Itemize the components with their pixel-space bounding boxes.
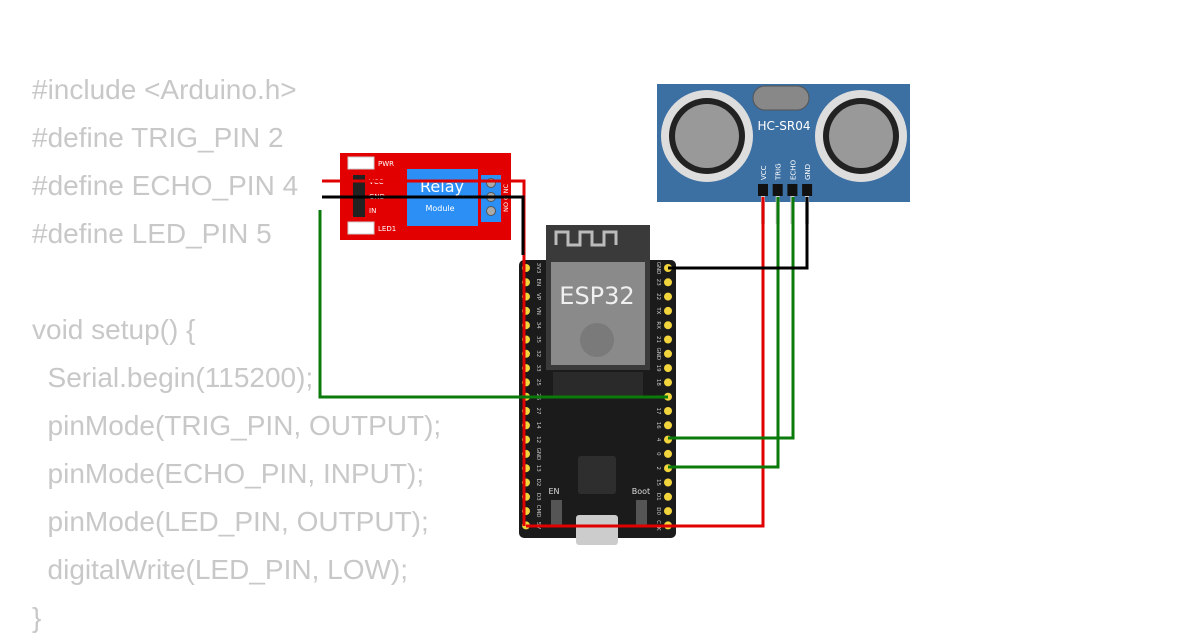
esp32-pin-label: 16	[655, 422, 661, 429]
code-line: void setup() {	[32, 314, 196, 345]
esp32-pin-label: GND	[535, 448, 541, 461]
esp32-pin-label: CMD	[535, 505, 541, 518]
sensor-pin-echo[interactable]	[787, 184, 798, 196]
esp32-pin-label: 33	[535, 365, 541, 372]
sensor-pin-label: GND	[804, 164, 812, 180]
code-line: #define TRIG_PIN 2	[32, 122, 284, 153]
esp32-pin-label: D0	[655, 507, 661, 515]
sensor-pin-vcc[interactable]	[758, 184, 768, 196]
esp32-pin-0[interactable]	[664, 449, 672, 458]
esp32-board[interactable]: ESP32 EN Boot 3V3ENVPVN34353233252627141…	[519, 225, 676, 545]
sensor-pin-label: ECHO	[789, 159, 797, 180]
esp32-pin-label: 15	[655, 479, 661, 486]
wire-sensor-vcc	[526, 197, 765, 528]
esp32-label: ESP32	[559, 282, 634, 310]
esp32-pin-label: 25	[535, 379, 541, 386]
esp32-pin-label: D3	[535, 493, 541, 501]
esp32-pin-23[interactable]	[664, 278, 672, 287]
relay-led1-label: LED1	[378, 225, 396, 233]
sensor-pin-label: VCC	[760, 165, 768, 180]
esp32-pin-label: 3V3	[535, 263, 541, 274]
code-line: pinMode(TRIG_PIN, OUTPUT);	[32, 410, 442, 441]
wire-relay-gnd	[322, 195, 525, 255]
en-button[interactable]	[551, 500, 562, 526]
sensor-label: HC-SR04	[758, 119, 811, 133]
sensor-pin-label: TRIG	[775, 163, 783, 181]
wires	[318, 179, 809, 528]
espressif-logo-icon	[580, 323, 614, 357]
esp32-pin-label: 19	[655, 365, 661, 372]
hc-sr04-sensor[interactable]: HC-SR04 VCC TRIG ECHO GND	[657, 84, 910, 224]
esp32-pin-label: 18	[655, 379, 661, 386]
esp32-pin-d1[interactable]	[664, 492, 672, 501]
esp32-pin-label: D2	[535, 479, 541, 487]
esp32-pin-d0[interactable]	[664, 507, 672, 516]
wire-relay-vcc	[322, 179, 526, 526]
esp32-pin-tx[interactable]	[664, 306, 672, 315]
en-button-label: EN	[548, 487, 559, 496]
esp32-pin-label: 17	[655, 408, 661, 415]
esp32-pin-label: 14	[535, 422, 541, 429]
esp32-pin-22[interactable]	[664, 292, 672, 301]
sensor-pin-gnd[interactable]	[802, 184, 813, 196]
esp32-pin-label: VN	[535, 307, 541, 315]
boot-button[interactable]	[636, 500, 647, 526]
relay-subtitle: Module	[425, 204, 454, 213]
wire-sensor-gnd	[668, 197, 809, 270]
relay-in-label: IN	[369, 207, 376, 215]
esp32-pin-21[interactable]	[664, 335, 672, 344]
esp32-pin-label: 21	[655, 336, 661, 343]
code-line: #define LED_PIN 5	[32, 218, 272, 249]
esp32-pin-label: 34	[535, 322, 541, 329]
wire-relay-in	[318, 210, 668, 399]
esp32-pin-gnd[interactable]	[664, 349, 672, 358]
esp32-pin-label: 23	[655, 279, 661, 286]
esp32-pin-rx[interactable]	[664, 321, 672, 330]
esp32-pin-label: 27	[535, 408, 541, 415]
esp32-pin-label: 0	[655, 452, 661, 456]
esp32-pin-16[interactable]	[664, 421, 672, 430]
code-line: #define ECHO_PIN 4	[32, 170, 299, 201]
esp32-pin-label: D1	[655, 493, 661, 501]
code-editor-text: #include <Arduino.h> #define TRIG_PIN 2 #d…	[32, 66, 441, 642]
code-line: }	[32, 602, 42, 633]
esp32-pin-label: RX	[655, 321, 661, 329]
code-line: #include <Arduino.h>	[32, 74, 297, 105]
esp32-pin-label: 22	[655, 293, 661, 300]
esp32-pin-17[interactable]	[664, 407, 672, 415]
esp32-pin-label: 35	[535, 336, 541, 343]
usb-port	[576, 515, 618, 545]
boot-button-label: Boot	[632, 487, 650, 496]
wire-sensor-trig	[668, 197, 780, 469]
code-line: pinMode(LED_PIN, OUTPUT);	[32, 506, 429, 537]
esp32-pin-label: 2	[655, 466, 661, 470]
esp32-pin-label: 12	[535, 436, 541, 443]
code-line: digitalWrite(LED_PIN, LOW);	[32, 554, 409, 585]
sensor-pin-trig[interactable]	[772, 184, 783, 196]
code-line: Serial.begin(115200);	[32, 362, 314, 393]
esp32-pin-label: EN	[535, 279, 541, 287]
esp32-pin-label: 4	[655, 438, 661, 442]
esp32-pin-label: VP	[535, 293, 541, 301]
esp32-pin-label: GND	[655, 347, 661, 360]
esp32-pin-label: 32	[535, 350, 541, 357]
esp32-pin-label: GND	[655, 262, 661, 275]
relay-pwr-label: PWR	[378, 160, 394, 168]
wire-sensor-echo	[668, 197, 795, 440]
esp32-pin-label: 13	[535, 465, 541, 472]
esp32-pin-19[interactable]	[664, 364, 672, 373]
esp32-pin-15[interactable]	[664, 478, 672, 487]
esp32-pin-18[interactable]	[664, 378, 672, 387]
code-line: pinMode(ECHO_PIN, INPUT);	[32, 458, 425, 489]
esp32-pin-label: TX	[655, 306, 661, 314]
